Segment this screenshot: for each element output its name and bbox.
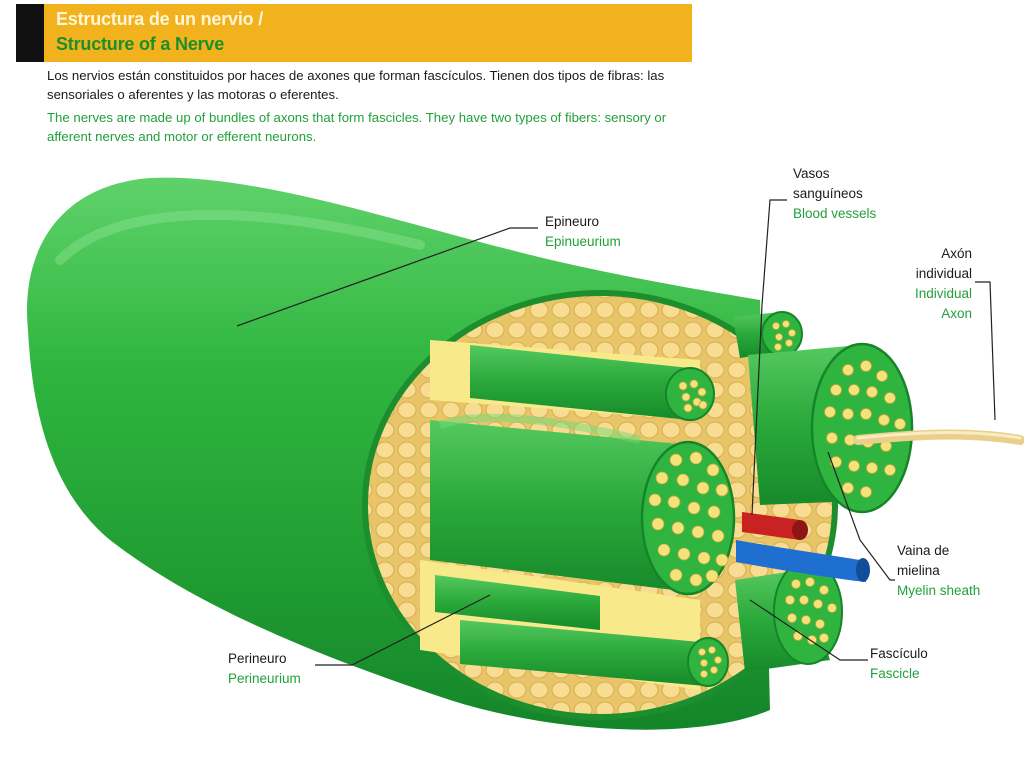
label-fascicle-en: Fascicle [870, 666, 920, 681]
fascicle-right-lower [735, 559, 843, 672]
leader-fascicle [749, 599, 868, 661]
label-myelin-es-2: mielina [897, 563, 940, 578]
label-axon-es-1: Axón [941, 246, 972, 261]
intro-english: The nerves are made up of bundles of axo… [47, 110, 667, 144]
fascicle-bottom-left [435, 575, 600, 630]
fascicle-bottom [460, 620, 729, 687]
leader-lines [236, 199, 996, 666]
intro-spanish: Los nervios están constituidos por haces… [47, 68, 665, 102]
label-axon-es-2: individual [915, 266, 972, 281]
blood-vessel-vein [736, 540, 870, 582]
label-epineurium: Epineuro Epinueurium [545, 212, 621, 252]
label-axon-en-1: Individual [914, 286, 972, 301]
label-perineurium: Perineuro Perineurium [228, 649, 301, 689]
label-axon: Axón individual Individual Axon [880, 244, 972, 324]
leader-myelin [827, 451, 895, 581]
title-spanish: Estructura de un nervio / [56, 9, 264, 29]
label-fascicle: Fascículo Fascicle [870, 644, 928, 684]
label-blood-vessels-es-2: sanguíneos [793, 186, 863, 201]
label-perineurium-en: Perineurium [228, 671, 301, 686]
fascicle-small-top-right [733, 311, 803, 358]
fascicle-large-center [430, 413, 736, 596]
leader-blood-vessels [751, 199, 787, 516]
label-blood-vessels-es-1: Vasos [793, 166, 830, 181]
leader-axon [975, 281, 996, 421]
blood-vessel-artery [742, 512, 808, 540]
leader-epineurium [236, 227, 538, 327]
title-bar: Estructura de un nervio / Structure of a… [16, 4, 692, 62]
label-blood-vessels: Vasos sanguíneos Blood vessels [793, 164, 876, 224]
label-perineurium-es: Perineuro [228, 651, 287, 666]
label-myelin: Vaina de mielina Myelin sheath [897, 541, 980, 601]
individual-axon [853, 429, 1024, 445]
title-english: Structure of a Nerve [56, 34, 225, 54]
label-myelin-en: Myelin sheath [897, 583, 981, 598]
label-blood-vessels-en: Blood vessels [793, 206, 877, 221]
label-myelin-es-1: Vaina de [897, 543, 950, 558]
title-accent-block [16, 4, 44, 62]
label-epineurium-en: Epinueurium [545, 234, 621, 249]
label-fascicle-es: Fascículo [870, 646, 928, 661]
fascicle-right-upper [748, 342, 914, 514]
label-epineurium-es: Epineuro [545, 214, 600, 229]
leader-perineurium [315, 594, 491, 666]
fascicle-top [470, 345, 715, 421]
label-axon-en-2: Axon [941, 306, 972, 321]
